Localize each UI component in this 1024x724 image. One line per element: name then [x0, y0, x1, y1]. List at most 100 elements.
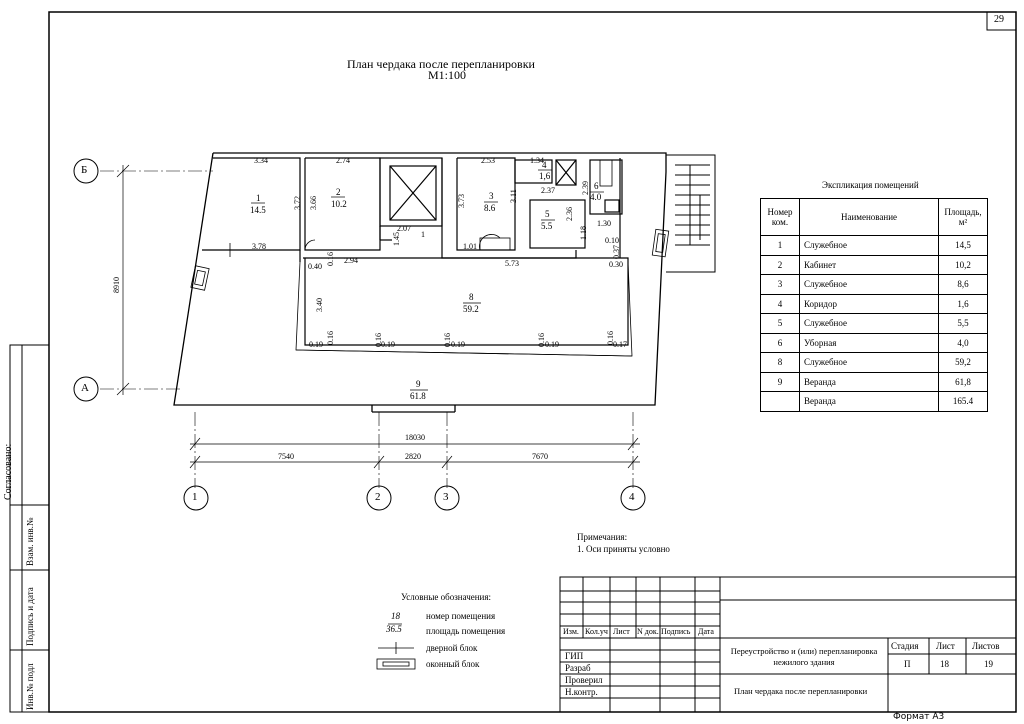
explication-header-name: Наименование	[799, 198, 939, 236]
sheet-number: 29	[994, 14, 1004, 25]
side-stamp-frame	[9, 344, 50, 713]
dim-145: 1.45	[392, 232, 401, 246]
dim-130: 1.30	[597, 219, 611, 228]
room-1-number: 1	[256, 193, 261, 203]
tb-stage-label: Стадия	[891, 641, 919, 651]
sheet-number-box	[986, 11, 1017, 31]
tb-sheet-label: Лист	[936, 641, 955, 651]
dim-010: 0.10	[605, 236, 619, 245]
room-8-area: 59.2	[463, 304, 479, 314]
dim-373: 3.73	[457, 194, 466, 208]
row-num: 4	[760, 293, 800, 314]
room-9-number: 9	[416, 379, 421, 389]
dimension-lines	[116, 164, 640, 469]
row-num: 2	[760, 254, 800, 275]
room-4-number: 4	[542, 160, 547, 170]
row-num: 3	[760, 274, 800, 295]
span-dimension-3: 7670	[532, 452, 548, 461]
interior-walls	[202, 157, 629, 346]
tb-header-signature: Подпись	[661, 627, 691, 636]
dim-118: 1.18	[579, 226, 588, 240]
row-name: Веранда	[799, 371, 939, 392]
axis-lines	[100, 170, 634, 488]
dim-340: 3.40	[315, 298, 324, 312]
room-fraction-lines	[251, 169, 604, 625]
room-2-area: 10.2	[331, 199, 347, 209]
height-dimension: 8910	[112, 277, 121, 293]
row-name: Коридор	[799, 293, 939, 314]
dim-019a: 0.19	[309, 340, 323, 349]
row-num: 6	[760, 332, 800, 353]
row-area: 165.4	[938, 391, 988, 412]
tb-header-qty: Кол.уч	[585, 627, 608, 636]
dim-334: 3.34	[254, 156, 268, 165]
dim-019c: 0.19	[451, 340, 465, 349]
tb-header-date: Дата	[698, 627, 714, 636]
row-area: 10,2	[938, 254, 988, 275]
tb-stage: П	[904, 659, 911, 669]
dim-237: 2.37	[541, 186, 555, 195]
dim-573: 5.73	[505, 259, 519, 268]
dim-274: 2.74	[336, 156, 350, 165]
axis-label-4: 4	[629, 491, 635, 503]
dim-030: 0.30	[609, 260, 623, 269]
tb-header-doc: N док.	[637, 627, 659, 636]
drawing-title: План чердака после перепланировки	[347, 57, 535, 71]
legend-item-area: площадь помещения	[426, 626, 506, 636]
stamp-inv-original: Инв.№ подл	[25, 663, 35, 710]
row-area: 5,5	[938, 313, 988, 334]
title-block-grid	[559, 576, 1017, 713]
row-area: 1,6	[938, 293, 988, 314]
axis-label-2: 2	[375, 491, 381, 503]
room-1-area: 14.5	[250, 205, 266, 215]
tb-sheets: 19	[984, 659, 993, 669]
explication-header-number: Номер ком.	[760, 198, 800, 236]
axis-label-3: 3	[443, 491, 449, 503]
dim-040: 0.40	[308, 262, 322, 271]
legend-sample-area: 36.5	[386, 624, 402, 634]
row-name: Служебное	[799, 313, 939, 334]
row-name: Кабинет	[799, 254, 939, 275]
axis-bubbles	[73, 158, 646, 511]
window-blocks	[190, 228, 670, 291]
stamp-replace-inv: Взам. инв.№	[25, 517, 35, 566]
row-area: 14,5	[938, 235, 988, 256]
dim-037: 0.37	[612, 245, 621, 259]
dim-019d: 0.19	[545, 340, 559, 349]
row-name: Служебное	[799, 235, 939, 256]
tb-role-developer: Разраб	[565, 663, 591, 673]
dim-101: 1.01	[463, 242, 477, 251]
legend-item-door: дверной блок	[426, 643, 478, 653]
row-num: 5	[760, 313, 800, 334]
span-dimension-1: 7540	[278, 452, 294, 461]
dim-019b: 0.19	[381, 340, 395, 349]
width-dimension: 18030	[405, 433, 425, 442]
room-4-area: 1,6	[539, 171, 551, 181]
legend-title: Условные обозначения:	[401, 592, 492, 602]
stamp-signature-date: Подпись и дата	[25, 587, 35, 646]
axis-label-1: 1	[192, 491, 198, 503]
legend-symbols	[376, 642, 416, 670]
legend-item-window: оконный блок	[426, 659, 480, 669]
dim-294: 2.94	[344, 256, 358, 265]
room-5-number: 5	[545, 209, 550, 219]
span-dimension-2: 2820	[405, 452, 421, 461]
room-6-area: 4.0	[590, 192, 602, 202]
drawing-scale: М1:100	[428, 68, 467, 82]
row-num	[760, 391, 800, 412]
tb-role-checked: Проверил	[565, 675, 603, 685]
tb-header-sheet: Лист	[613, 627, 630, 636]
dim-207: 2.07	[397, 224, 411, 233]
tb-project: Переустройство и (или) перепланировка не…	[730, 646, 878, 667]
dim-1: 1	[421, 230, 425, 239]
dim-311: 3.11	[509, 189, 518, 203]
tb-sheet: 18	[940, 659, 949, 669]
dim-239: 2.39	[581, 181, 590, 195]
axis-label-b: Б	[81, 164, 88, 176]
